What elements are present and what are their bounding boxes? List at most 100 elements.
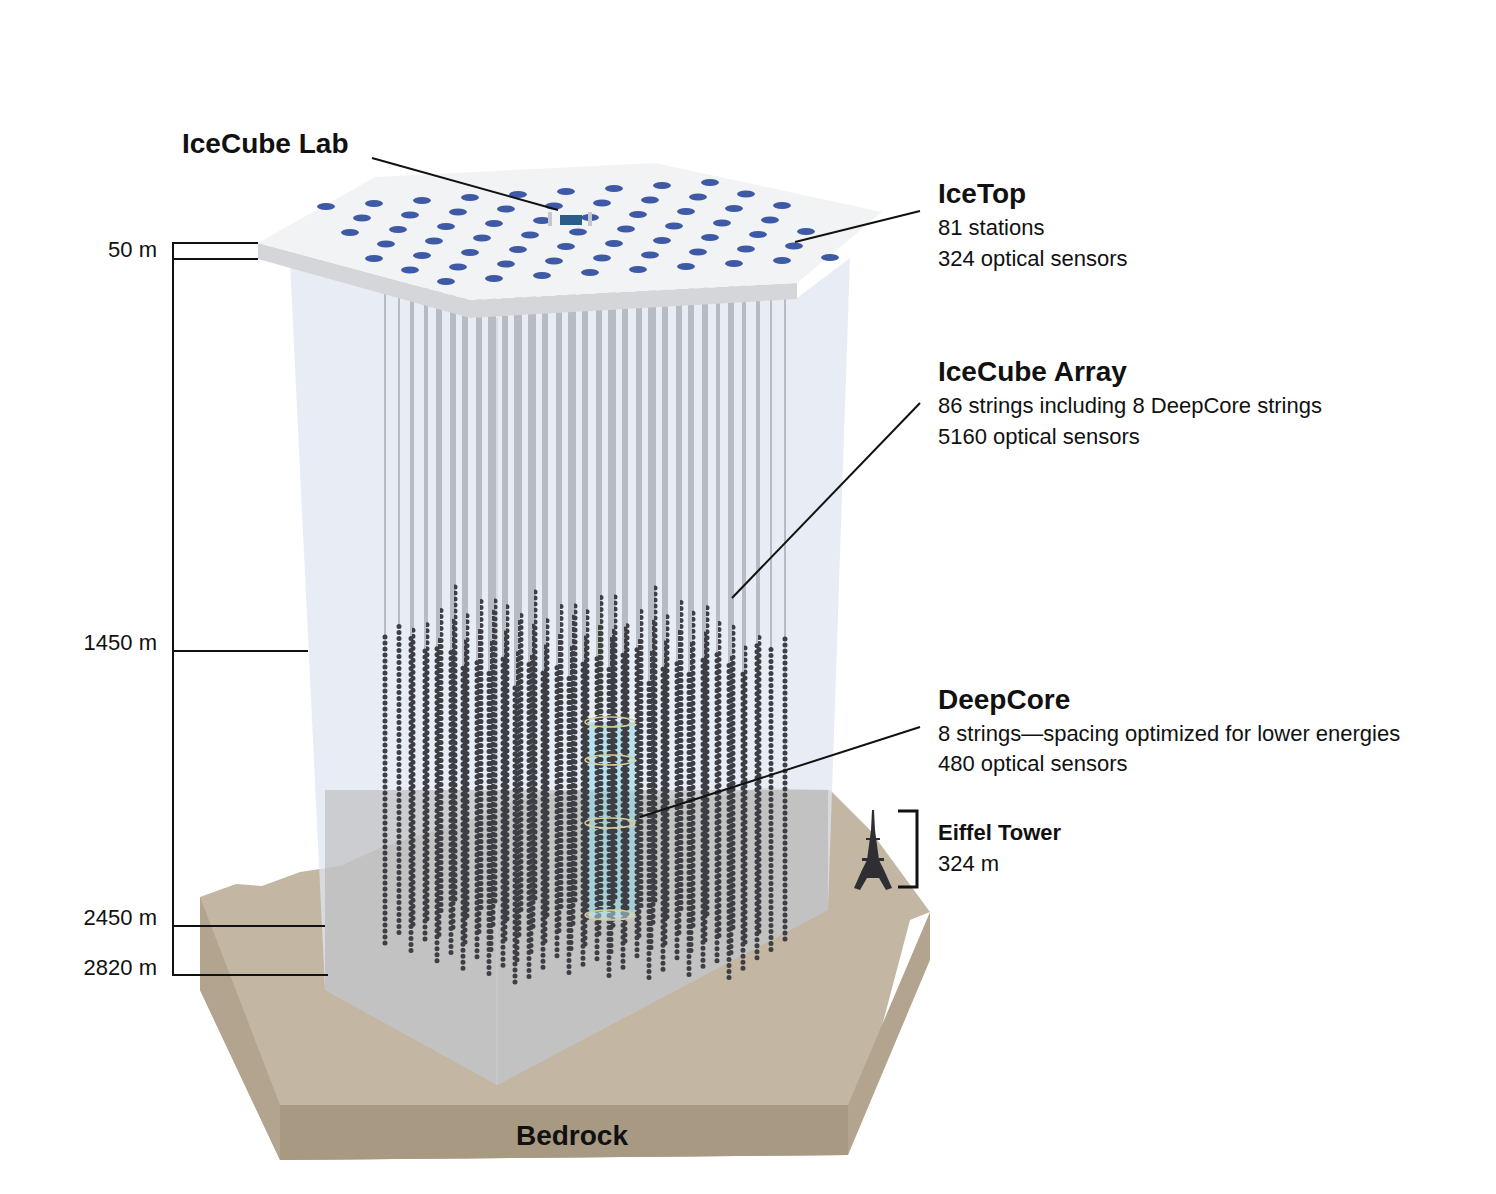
optical-sensor-chain bbox=[501, 659, 506, 970]
string-cable bbox=[558, 285, 560, 637]
icetop-station bbox=[653, 182, 671, 189]
string-cable bbox=[636, 285, 638, 650]
string-cable bbox=[520, 285, 522, 615]
string-cable bbox=[426, 285, 428, 625]
string-cable bbox=[688, 285, 690, 675]
string-cable bbox=[652, 285, 654, 622]
optical-sensor-chain bbox=[541, 673, 546, 970]
string-cable bbox=[572, 285, 574, 617]
string-cable bbox=[534, 285, 536, 592]
string-cable bbox=[462, 285, 464, 668]
icetop-station bbox=[413, 252, 431, 259]
optical-sensor-chain bbox=[513, 688, 518, 987]
optical-sensor-chain bbox=[769, 649, 774, 953]
icetop-station bbox=[449, 209, 467, 216]
icetop-station bbox=[533, 272, 551, 279]
part-label: Bedrock bbox=[516, 1120, 628, 1152]
string-cable bbox=[476, 285, 478, 663]
deepcore-rings bbox=[585, 717, 635, 920]
string-cable bbox=[596, 285, 598, 659]
string-cable bbox=[622, 285, 624, 655]
string-cable bbox=[506, 285, 508, 607]
icetop-station bbox=[653, 237, 671, 244]
icetop-station bbox=[749, 231, 767, 238]
string-cable bbox=[504, 285, 506, 633]
string-cable bbox=[582, 285, 584, 664]
string-cable bbox=[770, 285, 772, 649]
icetop-station bbox=[797, 228, 815, 235]
string-cable bbox=[584, 285, 586, 638]
icetop-station bbox=[365, 255, 383, 262]
string-cable bbox=[650, 285, 652, 653]
string-cable bbox=[664, 285, 666, 643]
string-cable bbox=[546, 285, 548, 621]
leader-line bbox=[795, 211, 920, 242]
optical-sensor-chain bbox=[647, 684, 652, 979]
optical-sensor-chain bbox=[475, 663, 480, 962]
optical-sensor-chain bbox=[435, 649, 440, 962]
string-cable bbox=[494, 285, 496, 601]
optical-sensor-chain bbox=[607, 670, 612, 979]
string-cable bbox=[666, 285, 668, 617]
string-cable bbox=[654, 285, 656, 588]
string-cable bbox=[610, 285, 612, 639]
icetop-station bbox=[485, 275, 503, 282]
eiffel-platform bbox=[862, 858, 884, 861]
icetop-station bbox=[425, 238, 443, 245]
eiffel-platform bbox=[866, 838, 880, 840]
string-cable bbox=[480, 285, 482, 601]
scale-tick bbox=[172, 650, 308, 652]
string-cable bbox=[436, 285, 438, 649]
icetop-station bbox=[509, 246, 527, 253]
string-cable bbox=[742, 285, 744, 674]
icetop-station bbox=[629, 211, 647, 218]
icetop-station bbox=[401, 212, 419, 219]
icetop-station bbox=[689, 249, 707, 256]
icetop-station bbox=[737, 246, 755, 253]
string-cable bbox=[728, 285, 730, 666]
depth-label: 50 m bbox=[108, 237, 157, 262]
icetop-station bbox=[353, 215, 371, 222]
depth-label: 2820 m bbox=[84, 955, 157, 980]
ice-surface bbox=[258, 163, 882, 318]
icetop-station bbox=[521, 232, 539, 239]
string-cable bbox=[502, 285, 504, 659]
deepcore-ring bbox=[585, 910, 635, 920]
string-cable bbox=[662, 285, 664, 669]
icetop-station bbox=[713, 220, 731, 227]
string-cable bbox=[450, 285, 452, 652]
icetop-station bbox=[377, 241, 395, 248]
string-cable bbox=[574, 285, 576, 606]
optical-sensor-chain bbox=[397, 627, 402, 937]
optical-sensor-chain bbox=[727, 666, 732, 979]
optical-sensor-chain bbox=[423, 651, 428, 945]
deepcore-ring bbox=[585, 818, 635, 828]
string-cable bbox=[438, 285, 440, 641]
string-cable bbox=[530, 285, 532, 657]
string-cable bbox=[614, 285, 616, 597]
optical-sensor-chain bbox=[487, 674, 492, 979]
icetop-station bbox=[449, 264, 467, 271]
string-cable bbox=[488, 285, 490, 674]
string-cable bbox=[718, 285, 720, 624]
part-detail: 81 stations bbox=[938, 215, 1044, 240]
icetop-station bbox=[413, 197, 431, 204]
icetop-station bbox=[725, 205, 743, 212]
string-cable bbox=[384, 285, 386, 637]
string-cable bbox=[516, 285, 518, 654]
deepcore-ring bbox=[585, 755, 635, 765]
string-cable bbox=[624, 285, 626, 629]
string-cable bbox=[744, 285, 746, 648]
depth-scale bbox=[172, 242, 328, 976]
leader-line bbox=[640, 727, 920, 817]
part-label: IceCube Array bbox=[938, 356, 1127, 388]
optical-sensor-chain bbox=[701, 660, 706, 970]
string-cable bbox=[702, 285, 704, 660]
string-cable bbox=[464, 285, 466, 642]
leader-line bbox=[372, 158, 558, 210]
icetop-station bbox=[341, 229, 359, 236]
icetop-station bbox=[689, 194, 707, 201]
optical-sensor-chain bbox=[621, 655, 626, 970]
string-cable bbox=[758, 285, 760, 638]
